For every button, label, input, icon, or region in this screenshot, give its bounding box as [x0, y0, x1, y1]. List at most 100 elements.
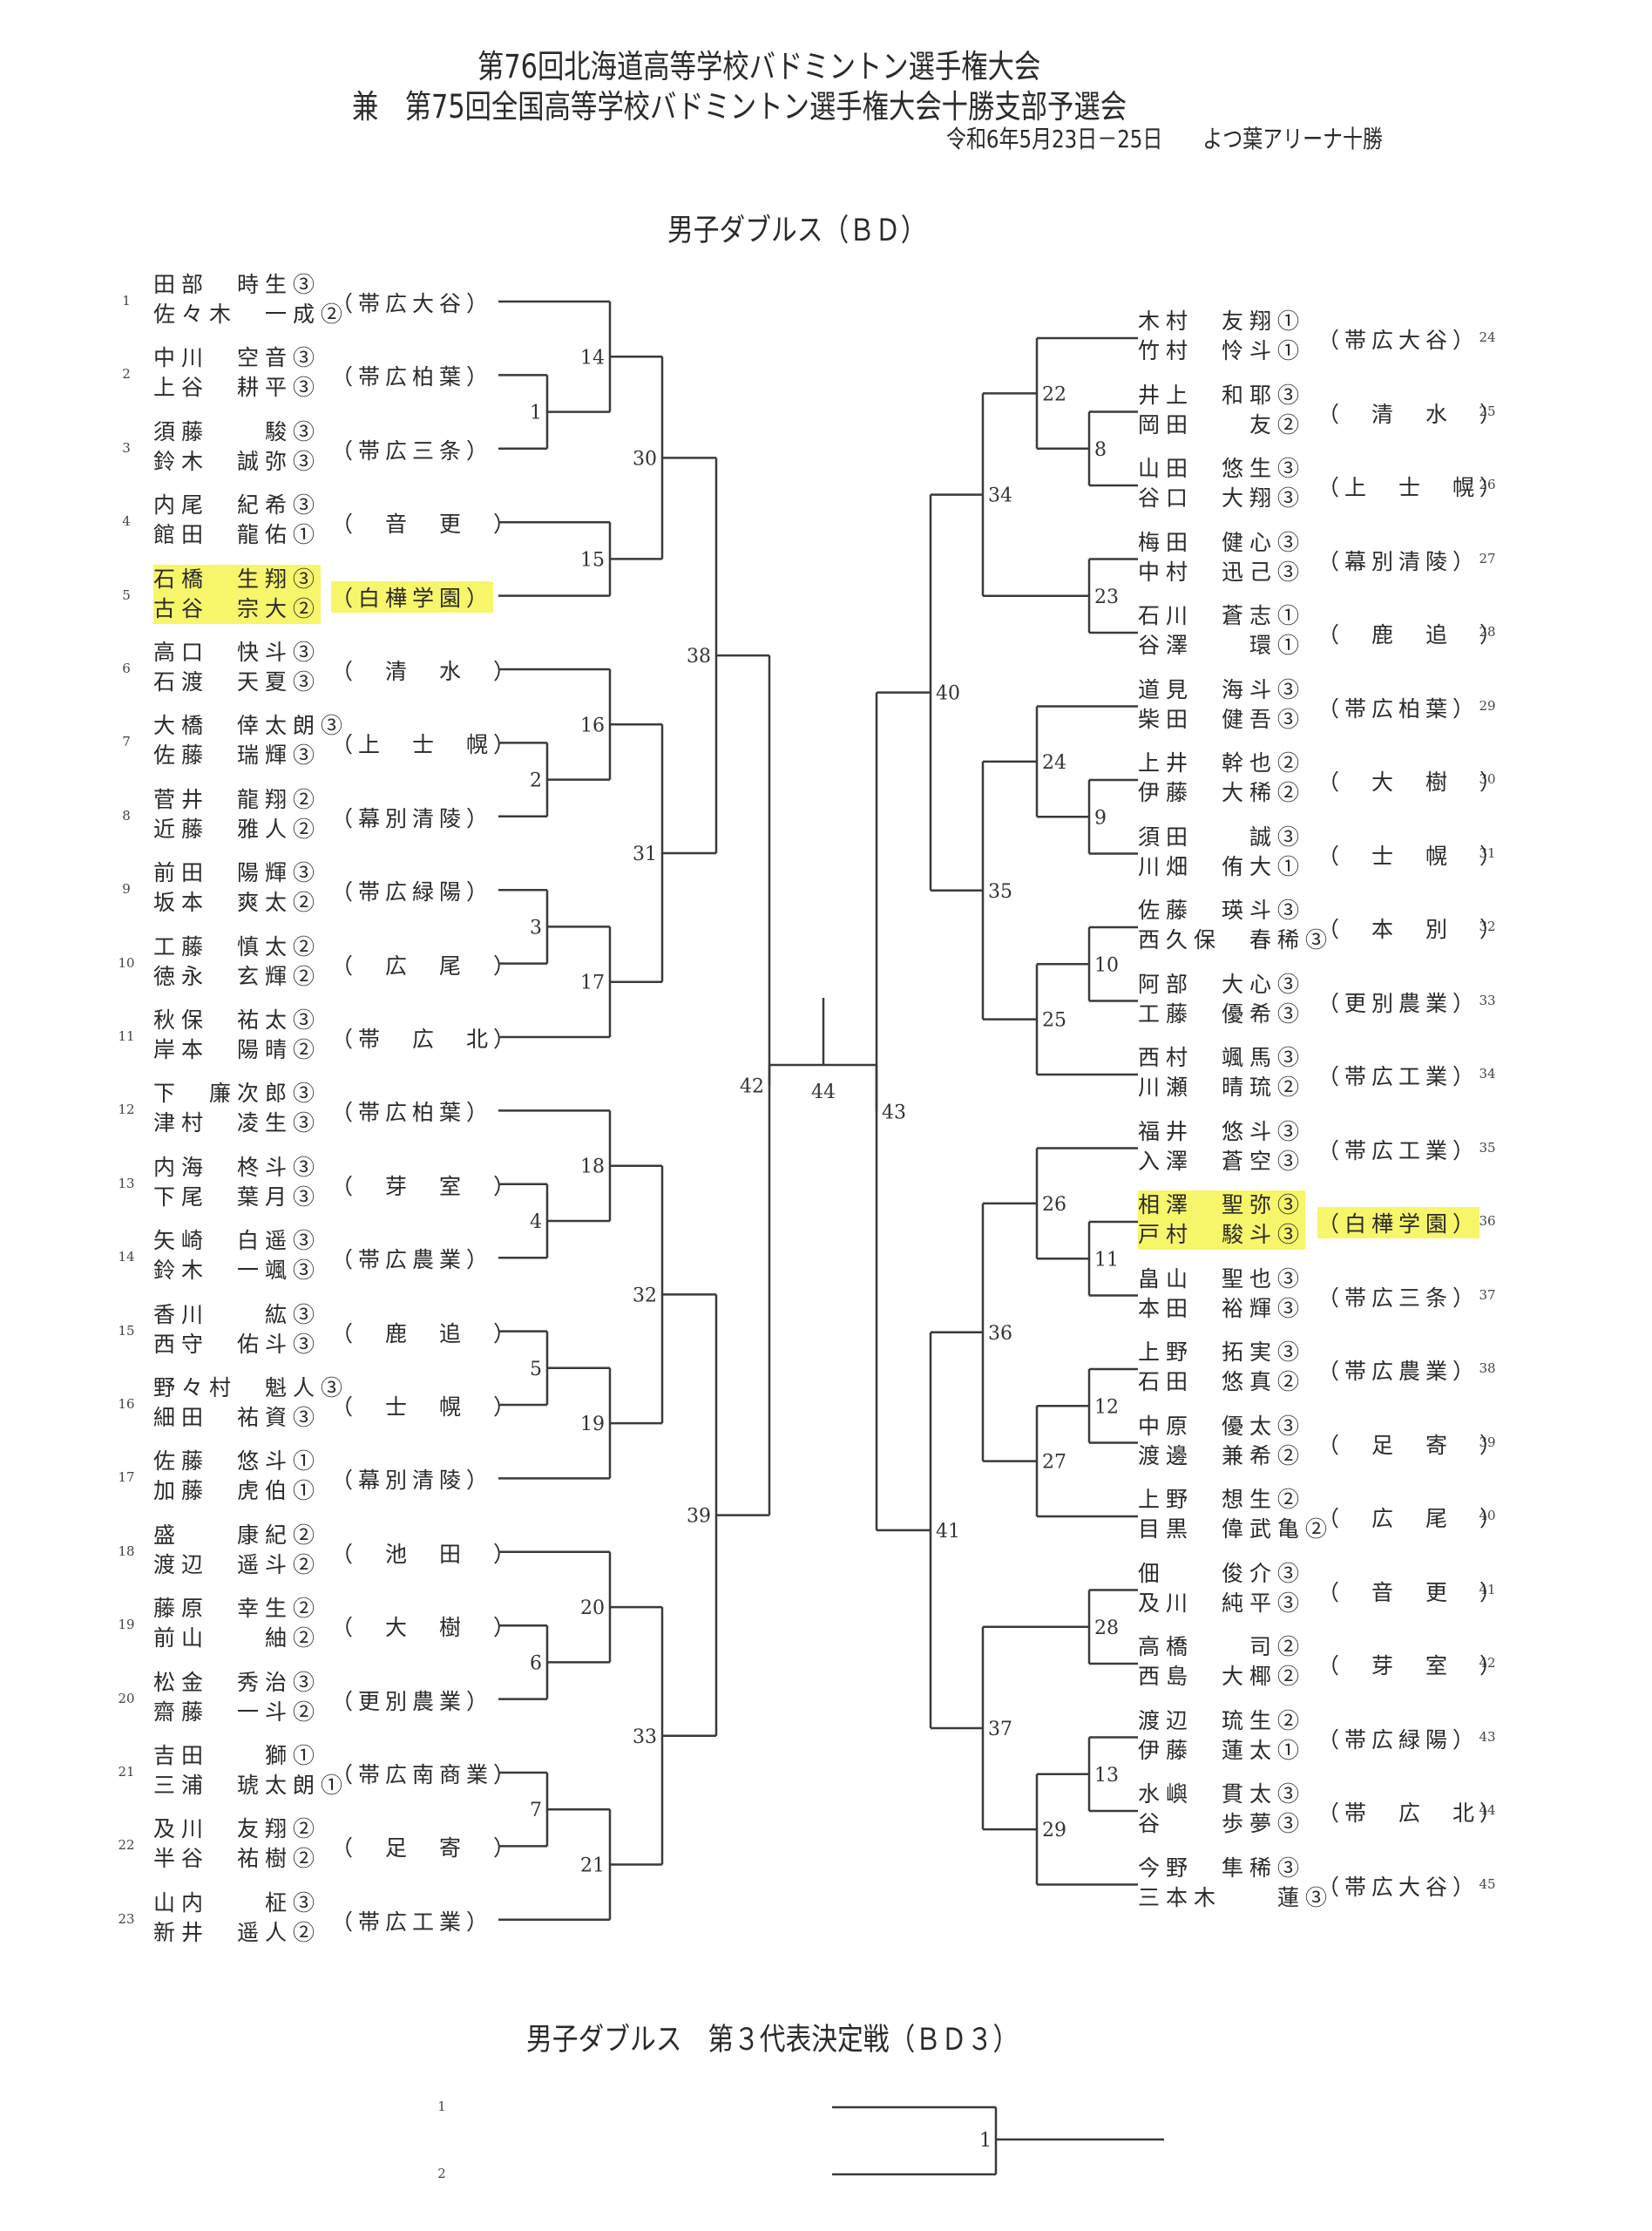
seed-number: 13: [118, 1175, 135, 1191]
player-name: 及川 友翔②: [153, 1816, 322, 1842]
school-name: （ 士 幌 ）: [1317, 843, 1507, 869]
seed-number: 23: [118, 1910, 135, 1927]
player-name: 道見 海斗③: [1138, 676, 1306, 702]
player-name: 上井 幹也②: [1138, 750, 1306, 776]
player-name: 西守 佑斗③: [153, 1331, 322, 1357]
player-name: 井上 和耶③: [1138, 382, 1306, 408]
player-name: 福井 悠斗③: [1138, 1118, 1306, 1144]
player-name: 内海 柊斗③: [153, 1154, 322, 1180]
school-name: （帯広工業）: [1317, 1137, 1480, 1163]
school-name: （帯広三条）: [1317, 1285, 1480, 1311]
player-name: 大橋 倖太朗③: [153, 713, 349, 739]
player-name: 松金 秀治③: [153, 1669, 322, 1695]
player-name: 川瀬 晴琉②: [1138, 1075, 1306, 1100]
match-number: 18: [580, 1156, 605, 1178]
player-name: 伊藤 蓮太①: [1138, 1737, 1306, 1763]
school-name: （帯広南商業）: [331, 1762, 521, 1787]
player-name: 古谷 宗大②: [153, 593, 322, 624]
player-name: 香川 紘③: [153, 1301, 322, 1327]
match-number: 41: [936, 1521, 960, 1543]
bracket-title: 男子ダブルス（ＢＤ）: [667, 214, 927, 248]
school-name: （帯 広 北）: [331, 1027, 521, 1052]
seed-number: 6: [122, 661, 131, 676]
player-name: 吉田 獅①: [153, 1743, 322, 1768]
seed-number: 43: [1479, 1728, 1496, 1745]
player-name: 水嶼 貫太③: [1138, 1781, 1306, 1807]
seed-number: 31: [1479, 844, 1496, 861]
match-number: 36: [988, 1323, 1012, 1345]
match-number: 23: [1094, 587, 1119, 608]
seed-number: 41: [1479, 1581, 1496, 1597]
player-name: 山田 悠生③: [1138, 456, 1306, 481]
school-name: （ 広 尾 ）: [331, 953, 521, 979]
seed-number: 3: [122, 439, 131, 456]
player-name: 西久保 春稀③: [1138, 927, 1334, 953]
seed-number: 29: [1479, 697, 1496, 714]
seed-number: 27: [1479, 550, 1496, 566]
seed-number: 10: [118, 954, 135, 971]
school-name: （帯広大谷）: [331, 291, 494, 316]
player-name: 鈴木 一颯③: [153, 1258, 322, 1284]
match-number: 26: [1042, 1194, 1066, 1216]
player-name: 西島 大椰②: [1138, 1664, 1306, 1689]
seed-number: 40: [1479, 1508, 1496, 1523]
match-number: 29: [1042, 1820, 1066, 1841]
school-name: （幕別清陵）: [1317, 548, 1480, 574]
match-number: 6: [530, 1652, 542, 1674]
match-number: 28: [1094, 1617, 1119, 1639]
match-number: 37: [988, 1719, 1012, 1740]
match-number: 32: [633, 1285, 657, 1306]
player-name: 畠山 聖也③: [1138, 1265, 1306, 1292]
seed-number: 25: [1479, 403, 1496, 419]
school-name: （ 音 更 ）: [331, 512, 521, 538]
match-number: 7: [530, 1800, 542, 1821]
match-number: 40: [936, 683, 960, 705]
school-name: （ 芽 室 ）: [1317, 1653, 1507, 1678]
seed-number: 42: [1479, 1655, 1496, 1671]
tournament-title: 第76回北海道高等学校バドミントン選手権大会: [477, 48, 1041, 85]
match-number: 30: [633, 448, 657, 470]
player-name: 戸村 駿斗③: [1138, 1220, 1306, 1250]
school-name: （帯広緑陽）: [331, 879, 494, 905]
player-name: 川畑 侑大①: [1138, 853, 1306, 879]
school-name: （幕別清陵）: [331, 1468, 494, 1494]
seed-number: 12: [118, 1102, 135, 1118]
seed-number: 37: [1479, 1286, 1496, 1303]
player-name: 木村 友翔①: [1138, 309, 1306, 334]
player-name: 三浦 琥太朗①: [153, 1773, 349, 1798]
player-name: 高橋 司②: [1138, 1634, 1306, 1659]
match-number: 17: [580, 973, 605, 994]
seed-number: 30: [1479, 771, 1496, 787]
match-number: 25: [1042, 1010, 1066, 1032]
third-place-slot: 2: [437, 2166, 446, 2181]
player-name: 上野 想生②: [1138, 1487, 1306, 1512]
school-name: （帯広柏葉）: [331, 1100, 494, 1126]
player-name: 坂本 爽太②: [153, 890, 322, 916]
player-name: 佃 俊介③: [1138, 1560, 1306, 1586]
match-number: 21: [580, 1855, 605, 1877]
school-name: （ 広 尾 ）: [1317, 1506, 1507, 1531]
player-name: 田部 時生③: [153, 272, 322, 297]
seed-number: 26: [1479, 477, 1496, 492]
match-number: 9: [1094, 807, 1107, 829]
player-name: 佐藤 瑛斗③: [1138, 898, 1306, 923]
match-number: 11: [1094, 1249, 1119, 1271]
player-name: 前田 陽輝③: [153, 860, 322, 886]
seed-number: 18: [118, 1543, 135, 1559]
seed-number: 39: [1479, 1434, 1496, 1450]
third-place-slot: 1: [437, 2099, 446, 2114]
player-name: 佐々木 一成②: [153, 302, 349, 327]
player-name: 梅田 健心③: [1138, 529, 1306, 555]
match-number: 1: [979, 2130, 992, 2152]
player-name: 下尾 葉月③: [153, 1183, 322, 1210]
match-number: 44: [811, 1082, 836, 1103]
school-name: （帯広大谷）: [1317, 1874, 1480, 1900]
match-number: 31: [633, 844, 657, 865]
seed-number: 9: [122, 881, 131, 898]
player-name: 谷口 大翔③: [1138, 485, 1306, 511]
seed-number: 8: [122, 807, 131, 824]
school-name: （ 池 田 ）: [331, 1541, 521, 1567]
school-name: （ 音 更 ）: [1317, 1579, 1507, 1605]
player-name: 石田 悠真②: [1138, 1369, 1306, 1394]
